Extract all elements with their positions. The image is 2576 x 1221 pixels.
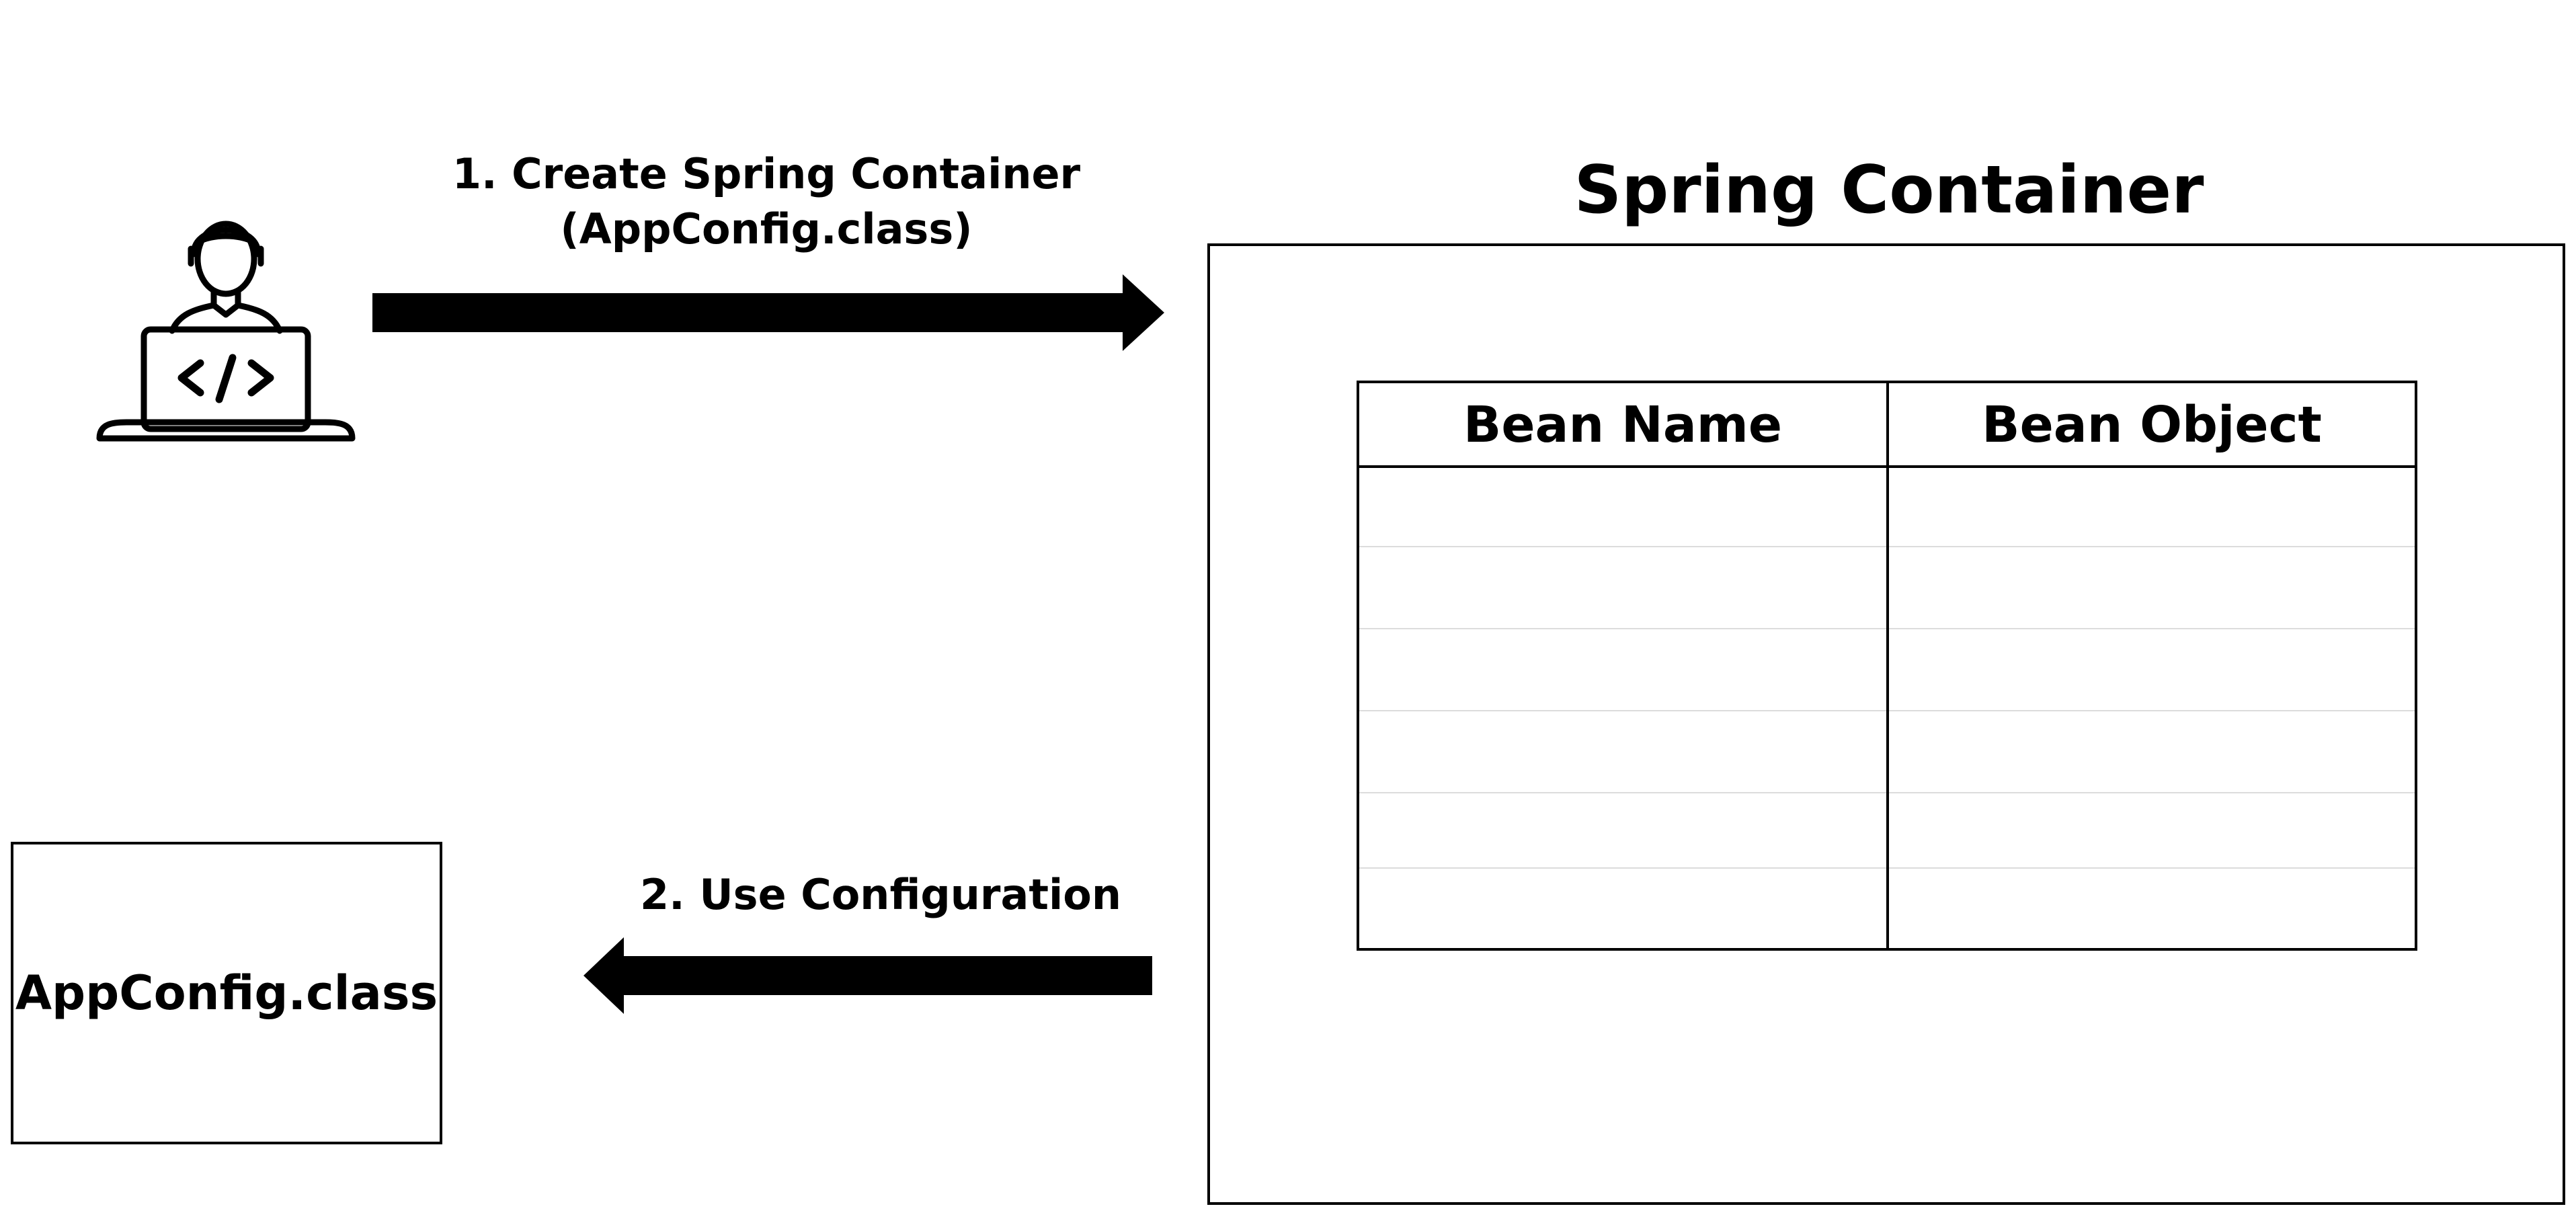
bean-object-cell	[1889, 629, 2415, 710]
bean-object-cell	[1889, 547, 2415, 628]
bean-object-cell	[1889, 711, 2415, 792]
bean-object-header: Bean Object	[1982, 396, 2322, 454]
create-container-step-label: 1. Create Spring Container (AppConfig.cl…	[430, 147, 1102, 257]
bean-name-cell	[1359, 793, 1886, 874]
bean-name-cell	[1359, 629, 1886, 710]
developer-laptop-code-icon	[86, 202, 363, 450]
use-configuration-arrow	[581, 932, 1152, 1019]
use-configuration-step-label: 2. Use Configuration	[640, 870, 1121, 919]
table-column-divider	[1886, 383, 1889, 948]
appconfig-class-box: AppConfig.class	[11, 842, 442, 1144]
spring-container-title: Spring Container	[1574, 152, 2204, 229]
create-container-step-line1: 1. Create Spring Container	[452, 149, 1081, 198]
spring-container-box	[1207, 243, 2565, 1205]
bean-name-cell	[1359, 468, 1886, 550]
create-container-step-line2: (AppConfig.class)	[560, 204, 973, 253]
bean-name-cell	[1359, 869, 1886, 949]
bean-object-cell	[1889, 869, 2415, 949]
appconfig-class-label: AppConfig.class	[15, 966, 438, 1021]
bean-table: Bean Name Bean Object	[1357, 381, 2417, 951]
bean-name-cell	[1359, 711, 1886, 792]
bean-object-cell	[1889, 793, 2415, 874]
create-container-arrow	[372, 269, 1168, 356]
bean-name-cell	[1359, 547, 1886, 628]
bean-object-cell	[1889, 468, 2415, 550]
bean-name-header: Bean Name	[1463, 396, 1783, 454]
